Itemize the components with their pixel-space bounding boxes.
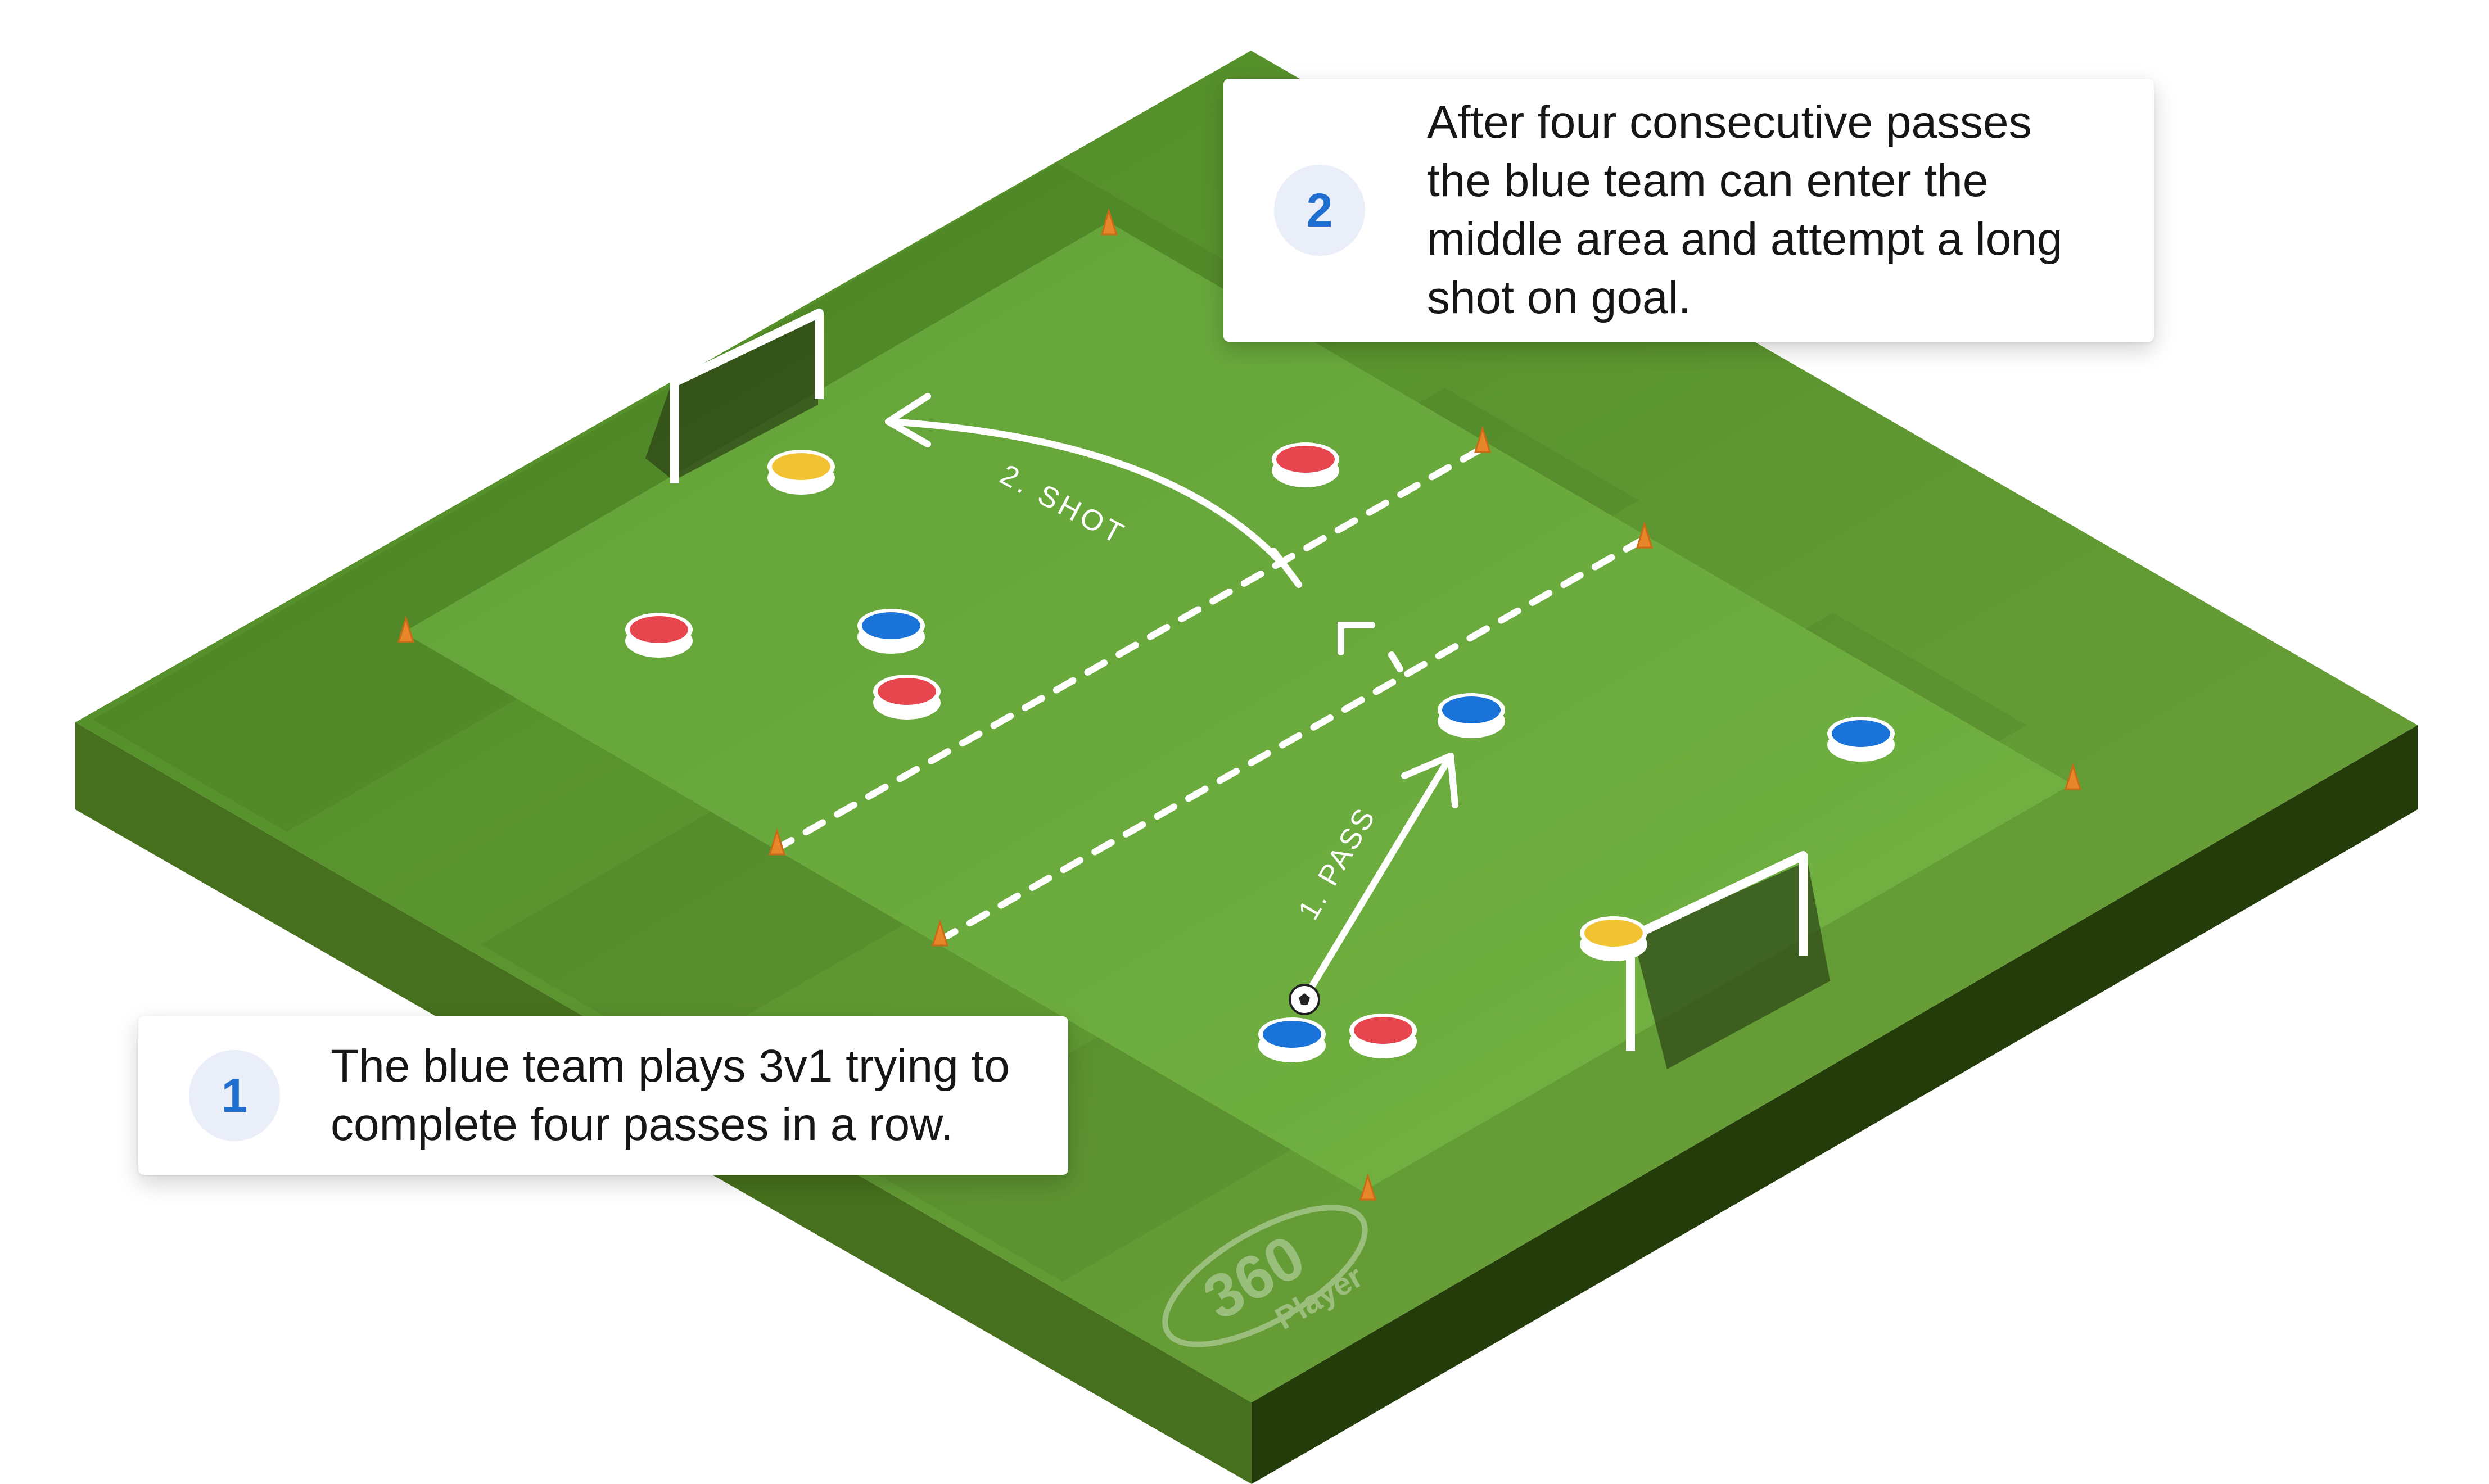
shot-arrow-tick [1270, 548, 1302, 588]
step-number-badge: 2 [1274, 165, 1365, 256]
shot-arrow [885, 393, 1302, 588]
player-red [1349, 1014, 1417, 1058]
cone [1636, 521, 1654, 549]
player-yellow-goalkeeper [767, 450, 835, 495]
player-red [873, 675, 941, 720]
player-red [1272, 442, 1339, 487]
callout-step-1: 1 The blue team plays 3v1 trying to comp… [138, 1016, 1068, 1175]
cones [397, 207, 2082, 1201]
goal-top-left [645, 309, 824, 483]
player-blue-with-ball [1258, 1017, 1326, 1062]
shot-arrow-head [885, 393, 931, 447]
player-blue [857, 609, 925, 654]
pass-arrow-head [1401, 753, 1458, 808]
step-number-badge: 1 [189, 1050, 280, 1141]
zone-line-2 [944, 536, 1646, 939]
movement-marker-corner [1338, 622, 1375, 655]
cone [931, 919, 949, 947]
goal-net [1633, 861, 1830, 1069]
players [625, 442, 1895, 1062]
player-blue [1827, 717, 1895, 762]
zone-lines [778, 446, 1646, 939]
zone-line-1 [778, 446, 1483, 849]
cone [768, 827, 786, 856]
ball [1289, 984, 1320, 1015]
pass-arrow [1309, 753, 1458, 988]
goal-bottom-right [1626, 851, 1830, 1069]
step-description: After four consecutive passes the blue t… [1427, 97, 2063, 323]
shot-arrow-path [885, 418, 1284, 565]
player-blue [1438, 693, 1505, 738]
player-red [625, 613, 693, 658]
pass-arrow-line [1309, 753, 1454, 988]
movement-marker-dash [1388, 651, 1403, 672]
player-yellow-goalkeeper [1580, 916, 1647, 961]
platform-right-side [1252, 725, 2418, 1484]
cone [2064, 762, 2082, 790]
cone [1101, 207, 1118, 236]
cone [397, 615, 415, 643]
step-description: The blue team plays 3v1 trying to comple… [331, 1040, 1010, 1150]
movement-marker [1338, 622, 1403, 672]
callout-step-2: 2 After four consecutive passes the blue… [1223, 79, 2154, 342]
goal-frame [670, 309, 824, 483]
cone [1474, 425, 1492, 453]
cone [1359, 1173, 1377, 1201]
goal-frame [1626, 851, 1808, 1051]
goal-net [645, 313, 818, 481]
